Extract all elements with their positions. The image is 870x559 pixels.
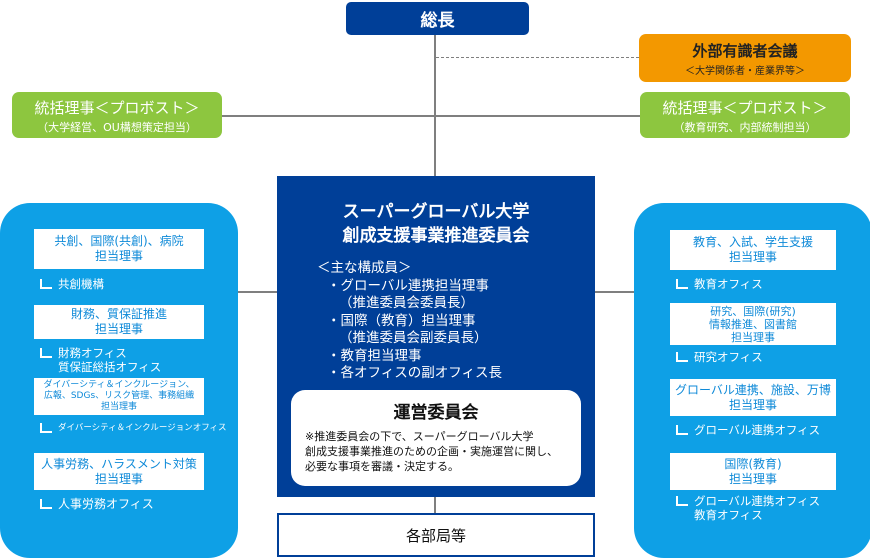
director-box: 財務、質保証推進 担当理事 [34, 305, 204, 339]
connector-external-council [436, 57, 639, 58]
director-box: グローバル連携、施設、万博 担当理事 [670, 379, 836, 416]
member-note: （推進委員会委員長） [339, 295, 474, 311]
office-name: 質保証総括オフィス [58, 360, 162, 374]
provost-right-subtitle: （教育研究、内部統制担当） [673, 121, 817, 134]
director-line: 人事労務、ハラスメント対策 [41, 456, 197, 471]
departments-label: 各部局等 [405, 526, 466, 545]
provost-left-subtitle: （大学経営、OU構想策定担当） [37, 121, 197, 134]
director-line: 担当理事 [728, 397, 777, 412]
office-list: 共創機構 [40, 277, 104, 291]
member-item: ・グローバル連携担当理事 [327, 277, 489, 294]
office-name: 共創機構 [58, 277, 104, 291]
provost-right-box: 統括理事＜プロボスト＞ （教育研究、内部統制担当） [640, 92, 850, 138]
branch-connector [676, 496, 688, 506]
management-committee-box: 運営委員会 ※推進委員会の下で、スーパーグローバル大学 創成支援事業推進のための… [291, 390, 581, 486]
promotion-committee-box: スーパーグローバル大学 創成支援事業推進委員会 ＜主な構成員＞ ・グローバル連携… [277, 176, 595, 497]
description-line: 必要な事項を審議・決定する。 [305, 460, 459, 473]
description-line: ※推進委員会の下で、スーパーグローバル大学 [305, 430, 534, 443]
branch-connector [40, 348, 52, 358]
office-name: グローバル連携オフィス [694, 494, 821, 508]
departments-box: 各部局等 [277, 513, 595, 557]
connector-committee-departments [434, 497, 436, 513]
office-list: ダイバーシティ＆インクルージョンオフィス [40, 421, 227, 435]
office-name: 人事労務オフィス [58, 497, 154, 511]
president-box: 総長 [346, 2, 529, 35]
member-item: ・各オフィスの副オフィス長 [327, 365, 502, 381]
office-list: 研究オフィス [676, 350, 763, 364]
director-line: 担当理事 [728, 250, 777, 264]
right-directors-panel: 教育、入試、学生支援 担当理事 教育オフィス 研究、国際(研究) 情報推進、図書… [634, 203, 870, 558]
director-line: 担当理事 [100, 402, 137, 412]
management-committee-title: 運営委員会 [393, 403, 479, 423]
branch-connector [676, 352, 688, 362]
branch-connector [676, 279, 688, 289]
office-name: ダイバーシティ＆インクルージョンオフィス [58, 423, 227, 433]
office-list: 人事労務オフィス [40, 497, 154, 511]
director-line: 担当理事 [94, 322, 143, 336]
branch-connector [40, 423, 52, 433]
management-committee-description: ※推進委員会の下で、スーパーグローバル大学 創成支援事業推進のための企画・実施運… [305, 429, 581, 474]
committee-members: ＜主な構成員＞ ・グローバル連携担当理事 （推進委員会委員長） ・国際（教育）担… [317, 260, 502, 383]
office-name: グローバル連携オフィス [694, 423, 821, 437]
external-council-subtitle: ＜大学関係者・産業界等＞ [685, 66, 805, 77]
director-box: 国際(教育) 担当理事 [670, 453, 836, 490]
director-line: 財務、質保証推進 [70, 307, 167, 321]
connector-provosts [222, 115, 640, 117]
left-directors-panel: 共創、国際(共創)、病院 担当理事 共創機構 財務、質保証推進 担当理事 財務オ… [0, 203, 238, 558]
director-line: 担当理事 [728, 471, 777, 486]
office-list: 教育オフィス [676, 277, 763, 291]
director-line: 共創、国際(共創)、病院 [54, 234, 184, 248]
provost-left-box: 統括理事＜プロボスト＞ （大学経営、OU構想策定担当） [12, 92, 222, 138]
members-heading: ＜主な構成員＞ [317, 260, 412, 276]
connector-left-panel [236, 291, 277, 293]
director-line: 国際(教育) [724, 456, 782, 471]
director-line: 担当理事 [94, 471, 143, 486]
branch-connector [40, 499, 52, 509]
director-box: 人事労務、ハラスメント対策 担当理事 [34, 453, 204, 490]
office-name: 研究オフィス [694, 350, 763, 364]
external-council-title: 外部有識者会議 [692, 42, 798, 60]
provost-left-title: 統括理事＜プロボスト＞ [34, 99, 200, 117]
director-box: 共創、国際(共創)、病院 担当理事 [34, 229, 204, 269]
director-box: 研究、国際(研究) 情報推進、図書館 担当理事 [670, 303, 836, 345]
description-line: 創成支援事業推進のための企画・実施運営に関し、 [305, 445, 558, 458]
director-line: 情報推進、図書館 [709, 317, 797, 331]
director-line: 広報、SDGs、リスク管理、事務組織 [43, 391, 195, 401]
member-item: ・国際（教育）担当理事 [327, 312, 476, 329]
connector-president-committee [434, 35, 436, 176]
director-line: 担当理事 [731, 330, 775, 344]
provost-right-title: 統括理事＜プロボスト＞ [662, 99, 828, 117]
director-box: 教育、入試、学生支援 担当理事 [670, 230, 836, 270]
office-name: 教育オフィス [694, 508, 763, 522]
office-list: 財務オフィス 質保証総括オフィス [40, 346, 162, 374]
external-council-box: 外部有識者会議 ＜大学関係者・産業界等＞ [639, 34, 851, 82]
member-note: （推進委員会副委員長） [339, 330, 488, 346]
member-item: ・教育担当理事 [327, 347, 422, 364]
office-list: グローバル連携オフィス 教育オフィス [676, 494, 821, 522]
committee-title: スーパーグローバル大学 創成支援事業推進委員会 [277, 200, 595, 248]
director-line: 研究、国際(研究) [710, 304, 796, 318]
committee-title-line1: スーパーグローバル大学 [342, 202, 530, 222]
director-box: ダイバーシティ＆インクルージョン、 広報、SDGs、リスク管理、事務組織 担当理… [34, 378, 204, 415]
committee-title-line2: 創成支援事業推進委員会 [342, 226, 530, 246]
connector-right-panel [595, 291, 638, 293]
director-line: 教育、入試、学生支援 [692, 235, 813, 249]
president-label: 総長 [420, 11, 455, 31]
director-line: 担当理事 [94, 249, 143, 263]
office-name: 財務オフィス [58, 346, 127, 360]
branch-connector [676, 425, 688, 435]
director-line: グローバル連携、施設、万博 [675, 382, 831, 397]
office-list: グローバル連携オフィス [676, 423, 821, 437]
office-name: 教育オフィス [694, 277, 763, 291]
branch-connector [40, 279, 52, 289]
director-line: ダイバーシティ＆インクルージョン、 [43, 380, 195, 390]
